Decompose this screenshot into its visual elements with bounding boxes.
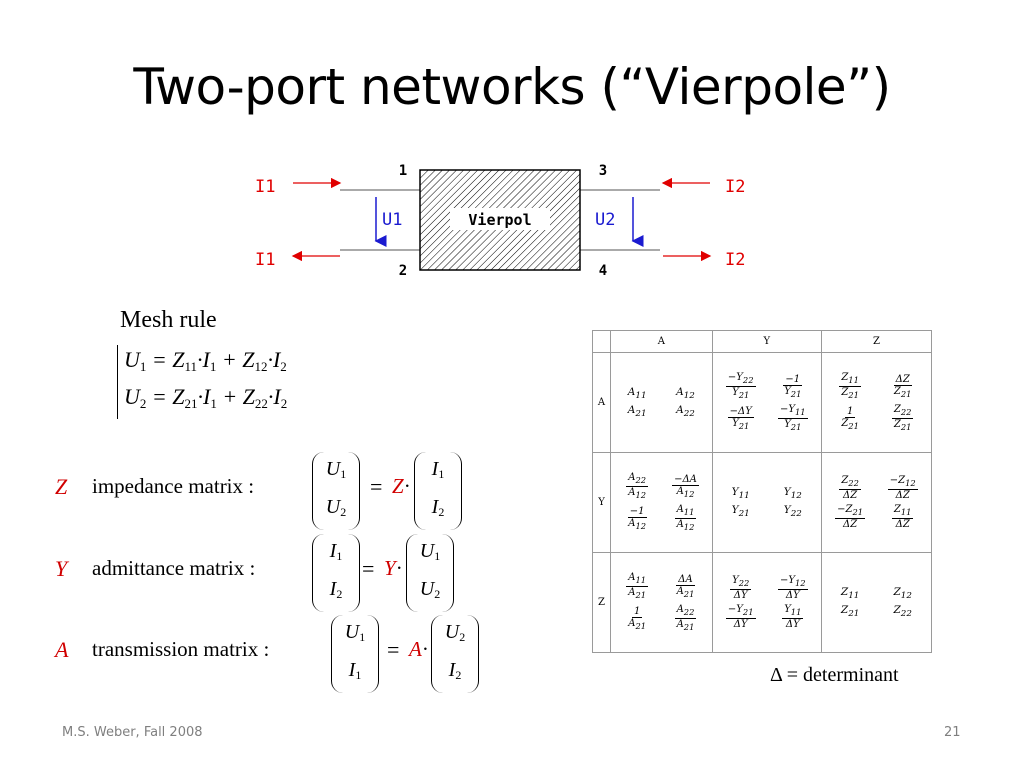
transmission-matrix-label: transmission matrix :	[92, 637, 270, 661]
matrix-letter-a: A	[55, 637, 69, 662]
matrix-letter-z: Z	[55, 474, 68, 499]
col-header-y: Y	[711, 330, 822, 353]
row-header-z: Z	[592, 552, 611, 653]
two-port-diagram: Vierpol 1 2 3 4 I1 I1 I2 I2 U1 U2	[245, 155, 765, 285]
matrix-letter-y: Y	[55, 556, 68, 581]
current-i2-top: I2	[725, 177, 745, 197]
row-header-y: Y	[592, 452, 611, 553]
impedance-matrix-row: Z impedance matrix : U1 U2 = Z· I1 I2	[0, 452, 480, 532]
mesh-rule-equations: U1 = Z11·I1 + Z12·I2 U2 = Z21·I1 + Z22·I…	[117, 345, 287, 419]
row-header-a: A	[592, 352, 611, 453]
impedance-rhs-vector: I1 I2	[414, 452, 462, 530]
table-corner	[592, 330, 611, 353]
terminal-1: 1	[399, 163, 407, 179]
transmission-lhs-vector: U1 I1	[331, 615, 379, 693]
current-i1-bottom: I1	[255, 250, 275, 270]
admittance-rhs-vector: U1 U2	[406, 534, 454, 612]
terminal-2: 2	[399, 263, 407, 279]
mesh-equation-2: U2 = Z21·I1 + Z22·I2	[124, 384, 288, 411]
mesh-equation-1: U1 = Z11·I1 + Z12·I2	[124, 347, 287, 374]
col-header-z: Z	[820, 330, 933, 353]
admittance-matrix-label: admittance matrix :	[92, 556, 256, 580]
impedance-lhs-vector: U1 U2	[312, 452, 360, 530]
transmission-coefficient: A·	[409, 637, 429, 661]
voltage-u2: U2	[595, 210, 615, 230]
admittance-coefficient: Y·	[384, 556, 403, 580]
slide-title: Two-port networks (“Vierpole”)	[133, 58, 891, 116]
terminal-4: 4	[599, 263, 607, 279]
page-number: 21	[944, 725, 961, 740]
mesh-rule-title: Mesh rule	[120, 307, 217, 333]
terminal-3: 3	[599, 163, 607, 179]
current-i2-bottom: I2	[725, 250, 745, 270]
transmission-matrix-row: A transmission matrix : U1 I1 = A· U2 I2	[0, 615, 500, 695]
vierpol-label: Vierpol	[468, 211, 531, 229]
transmission-rhs-vector: U2 I2	[431, 615, 479, 693]
footer-author: M.S. Weber, Fall 2008	[62, 725, 203, 740]
impedance-coefficient: Z·	[392, 474, 411, 498]
admittance-lhs-vector: I1 I2	[312, 534, 360, 612]
impedance-matrix-label: impedance matrix :	[92, 474, 255, 498]
voltage-u1: U1	[382, 210, 402, 230]
admittance-matrix-row: Y admittance matrix : I1 I2 = Y· U1 U2	[0, 534, 480, 614]
current-i1-top: I1	[255, 177, 275, 197]
col-header-a: A	[610, 330, 713, 353]
determinant-note: Δ = determinant	[770, 664, 899, 686]
